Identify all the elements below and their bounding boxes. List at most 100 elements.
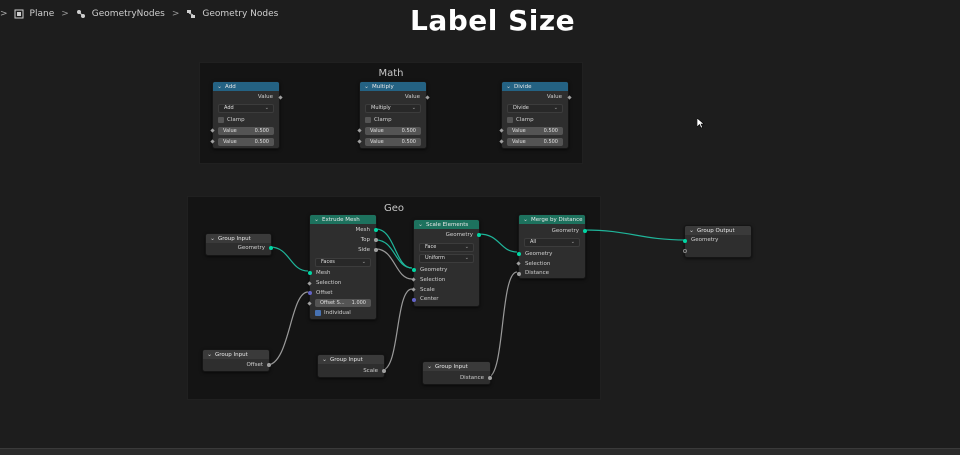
- output-socket[interactable]: [382, 369, 386, 373]
- output-socket[interactable]: [374, 228, 378, 232]
- node-header[interactable]: ⌄Group Input: [318, 355, 384, 364]
- input-socket[interactable]: [412, 268, 416, 272]
- breadcrumb-item-node-tree[interactable]: Geometry Nodes: [202, 9, 279, 19]
- output-socket[interactable]: [267, 363, 271, 367]
- chevron-down-icon[interactable]: ⌄: [210, 235, 216, 242]
- input-socket[interactable]: [683, 239, 687, 243]
- output-socket[interactable]: [374, 248, 378, 252]
- operation-dropdown[interactable]: Multiply⌄: [365, 104, 421, 113]
- node-scale-elements[interactable]: ⌄Scale Elements Geometry Face⌄ Uniform⌄ …: [411, 219, 481, 307]
- individual-checkbox[interactable]: [315, 310, 321, 316]
- chevron-down-icon[interactable]: ⌄: [207, 351, 213, 358]
- field-value: 1.000: [351, 300, 366, 306]
- node-header[interactable]: ⌄Extrude Mesh: [310, 215, 376, 224]
- clamp-row: Clamp: [502, 116, 568, 124]
- output-socket[interactable]: [477, 233, 481, 237]
- empty-socket[interactable]: [683, 249, 687, 253]
- frame-geo-label: Geo: [383, 203, 405, 214]
- input-socket[interactable]: [210, 139, 215, 144]
- breadcrumb-item-plane[interactable]: Plane: [29, 9, 55, 19]
- input-socket[interactable]: [517, 272, 521, 276]
- field-label: Value: [223, 128, 237, 134]
- chevron-down-icon[interactable]: ⌄: [314, 216, 320, 223]
- output-socket[interactable]: [269, 246, 273, 250]
- chevron-down-icon[interactable]: ⌄: [217, 83, 223, 90]
- chevron-down-icon[interactable]: ⌄: [506, 83, 512, 90]
- input-label: Selection: [525, 261, 551, 267]
- node-group-input-offset[interactable]: ⌄Group Input Offset: [202, 349, 271, 372]
- input-row: Geometry: [685, 236, 751, 244]
- chevron-down-icon[interactable]: ⌄: [364, 83, 370, 90]
- output-socket[interactable]: [374, 238, 378, 242]
- node-header[interactable]: ⌄Group Output: [685, 226, 751, 235]
- input-socket[interactable]: [357, 139, 362, 144]
- input-socket[interactable]: [307, 301, 312, 306]
- node-group-input-distance[interactable]: ⌄Group Input Distance: [422, 361, 492, 385]
- scale-mode-dropdown[interactable]: Uniform⌄: [419, 254, 474, 263]
- input-socket[interactable]: [412, 298, 416, 302]
- input-socket[interactable]: [308, 271, 312, 275]
- node-header[interactable]: ⌄Add: [213, 82, 279, 91]
- breadcrumb-item-modifier[interactable]: GeometryNodes: [91, 9, 165, 19]
- operation-dropdown[interactable]: Add⌄: [218, 104, 274, 113]
- node-header[interactable]: ⌄Group Input: [206, 234, 271, 243]
- dropdown-value: All: [530, 239, 537, 245]
- chevron-down-icon[interactable]: ⌄: [523, 216, 529, 223]
- dropdown-value: Divide: [513, 105, 529, 111]
- node-header[interactable]: ⌄Scale Elements: [414, 220, 479, 229]
- chevron-down-icon[interactable]: ⌄: [322, 356, 328, 363]
- node-extrude-mesh[interactable]: ⌄Extrude Mesh Mesh Top Side Faces⌄ Mesh …: [307, 214, 378, 320]
- node-header[interactable]: ⌄Divide: [502, 82, 568, 91]
- node-group-output[interactable]: ⌄Group Output Geometry: [683, 225, 752, 258]
- clamp-label: Clamp: [374, 117, 392, 123]
- input-socket[interactable]: [210, 128, 215, 133]
- field-label: Offset S...: [320, 300, 345, 306]
- clamp-checkbox[interactable]: [365, 117, 371, 123]
- offset-scale-field[interactable]: Offset S... 1.000: [315, 299, 371, 307]
- operation-dropdown[interactable]: Divide⌄: [507, 104, 563, 113]
- vertical-scrollbar[interactable]: [952, 40, 956, 420]
- chevron-down-icon[interactable]: ⌄: [427, 363, 433, 370]
- node-header[interactable]: ⌄Merge by Distance: [519, 215, 585, 224]
- dropdown-value: Face: [425, 244, 437, 250]
- field-label: Value: [512, 139, 526, 145]
- clamp-checkbox[interactable]: [218, 117, 224, 123]
- chevron-down-icon[interactable]: ⌄: [418, 221, 424, 228]
- mode-dropdown[interactable]: Faces⌄: [315, 258, 371, 267]
- link-geometry-to-extrude: [269, 246, 309, 272]
- node-header[interactable]: ⌄Group Input: [203, 350, 269, 359]
- node-header[interactable]: ⌄Multiply: [360, 82, 426, 91]
- input-row: Mesh: [310, 269, 376, 277]
- link-merge-to-output: [583, 229, 687, 241]
- node-header[interactable]: ⌄Group Input: [423, 362, 490, 371]
- input-socket[interactable]: [499, 128, 504, 133]
- merge-mode-dropdown[interactable]: All⌄: [524, 238, 580, 247]
- clamp-checkbox[interactable]: [507, 117, 513, 123]
- output-socket[interactable]: [583, 229, 587, 233]
- editor-bottom-border: [0, 448, 960, 455]
- output-socket[interactable]: [488, 376, 492, 380]
- input-socket[interactable]: [499, 139, 504, 144]
- node-group-input-scale[interactable]: ⌄Group Input Scale: [317, 354, 386, 378]
- domain-dropdown[interactable]: Face⌄: [419, 243, 474, 252]
- node-title: Group Input: [330, 356, 363, 363]
- chevron-down-icon[interactable]: ⌄: [689, 227, 695, 234]
- input-socket[interactable]: [357, 128, 362, 133]
- input-socket[interactable]: [517, 252, 521, 256]
- output-row: Offset: [203, 361, 269, 369]
- node-group-input-geometry[interactable]: ⌄Group Input Geometry: [205, 233, 273, 256]
- input-row: Geometry: [414, 266, 479, 274]
- output-row: Value: [213, 93, 279, 101]
- node-merge-by-distance[interactable]: ⌄Merge by Distance Geometry All⌄ Geometr…: [516, 214, 587, 279]
- input-socket[interactable]: [308, 291, 312, 295]
